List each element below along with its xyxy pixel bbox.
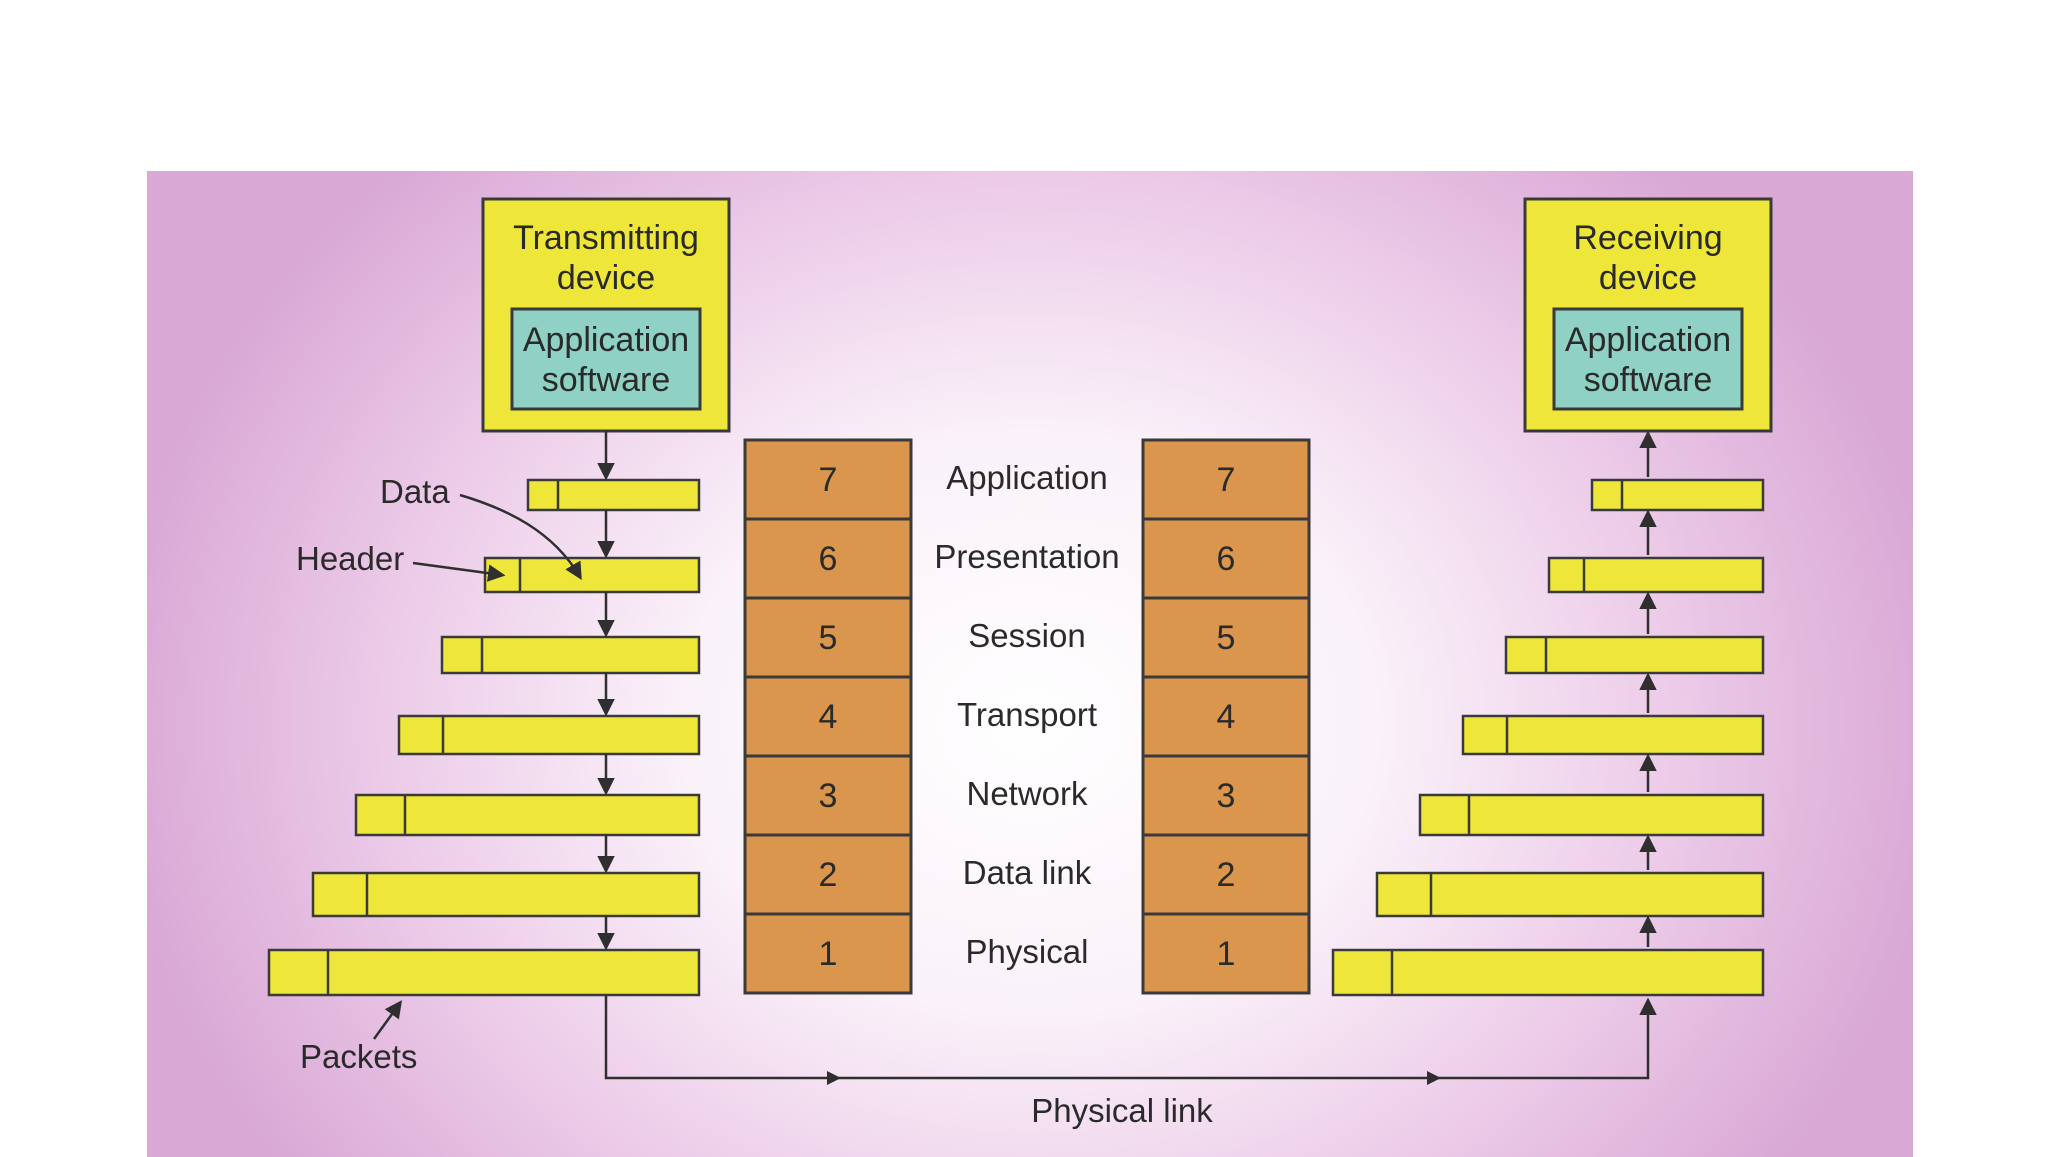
layer-number: 1 — [1217, 935, 1236, 973]
layer-number: 4 — [1217, 698, 1236, 736]
layer-number: 5 — [1217, 619, 1236, 657]
packet — [483, 556, 701, 594]
layer-number: 3 — [1217, 777, 1236, 815]
layer-box — [1141, 517, 1311, 600]
data-label: Data — [380, 473, 450, 510]
layer-name-data-link: Data link — [963, 854, 1092, 891]
receiving-device: Receiving device Application software — [1523, 197, 1773, 433]
transmitting-app-line1: Application — [523, 321, 689, 359]
packet — [440, 635, 701, 675]
physical-link: Physical link — [604, 995, 1657, 1129]
layer-box — [1141, 754, 1311, 837]
layer-name-presentation: Presentation — [934, 538, 1119, 575]
packet — [1331, 948, 1765, 997]
receive-layer-stack: 7 6 5 4 3 2 1 — [1141, 438, 1311, 995]
packet — [526, 478, 701, 512]
layer-number: 7 — [819, 461, 838, 499]
receiving-app-line1: Application — [1565, 321, 1731, 359]
physical-link-arrowhead — [1427, 1071, 1441, 1085]
layer-box — [743, 754, 913, 837]
transmitting-device: Transmitting device Application software — [481, 197, 731, 433]
layer-name-transport: Transport — [957, 696, 1097, 733]
physical-link-line — [604, 995, 1657, 1080]
layer-number: 2 — [1217, 856, 1236, 894]
layer-box — [743, 912, 913, 995]
transmit-layer-stack: 7 6 5 4 3 2 1 — [743, 438, 913, 995]
receive-packets — [1331, 478, 1765, 997]
layer-box — [743, 517, 913, 600]
layer-number: 5 — [819, 619, 838, 657]
layer-box — [1141, 833, 1311, 916]
layer-number: 1 — [819, 935, 838, 973]
packet — [267, 948, 701, 997]
receiving-app-software: Application software — [1552, 307, 1744, 411]
layer-number: 7 — [1217, 461, 1236, 499]
layer-number: 2 — [819, 856, 838, 894]
header-pointer-arrow — [412, 561, 506, 582]
receiving-app-line2: software — [1584, 361, 1713, 399]
osi-diagram-panel: Transmitting device Application software… — [147, 171, 1913, 1157]
packet — [311, 871, 701, 918]
physical-link-arrowhead — [827, 1071, 841, 1085]
layer-name-physical: Physical — [966, 933, 1089, 970]
layer-name-application: Application — [946, 459, 1107, 496]
packet — [1547, 556, 1765, 594]
layer-box — [743, 833, 913, 916]
transmitting-title-line1: Transmitting — [513, 219, 699, 257]
physical-link-label: Physical link — [1031, 1092, 1213, 1129]
layer-box — [743, 675, 913, 758]
transmitting-app-line2: software — [542, 361, 671, 399]
layer-box — [1141, 438, 1311, 521]
layer-box — [1141, 675, 1311, 758]
layer-box — [743, 596, 913, 679]
layer-number: 6 — [1217, 540, 1236, 578]
transmitting-title-line2: device — [557, 259, 655, 297]
data-pointer-arrow — [459, 493, 582, 581]
osi-diagram: Transmitting device Application software… — [267, 197, 1773, 1129]
layer-name-session: Session — [968, 617, 1085, 654]
packet — [354, 793, 701, 837]
packets-pointer-arrow — [372, 1000, 403, 1040]
packet — [1418, 793, 1765, 837]
layer-number: 3 — [819, 777, 838, 815]
packet — [397, 714, 701, 756]
header-label: Header — [296, 540, 404, 577]
packet — [1461, 714, 1765, 756]
receiving-title-line1: Receiving — [1573, 219, 1722, 257]
layer-name-network: Network — [966, 775, 1088, 812]
layer-names: Application Presentation Session Transpo… — [934, 459, 1119, 970]
layer-number: 6 — [819, 540, 838, 578]
packet — [1590, 478, 1765, 512]
transmit-packets — [267, 478, 701, 997]
annotations: Data Header Packets — [296, 473, 582, 1075]
receiving-title-line2: device — [1599, 259, 1697, 297]
transmitting-app-software: Application software — [510, 307, 702, 411]
packet — [1375, 871, 1765, 918]
layer-number: 4 — [819, 698, 838, 736]
packets-label: Packets — [300, 1038, 417, 1075]
packet — [1504, 635, 1765, 675]
layer-box — [1141, 912, 1311, 995]
